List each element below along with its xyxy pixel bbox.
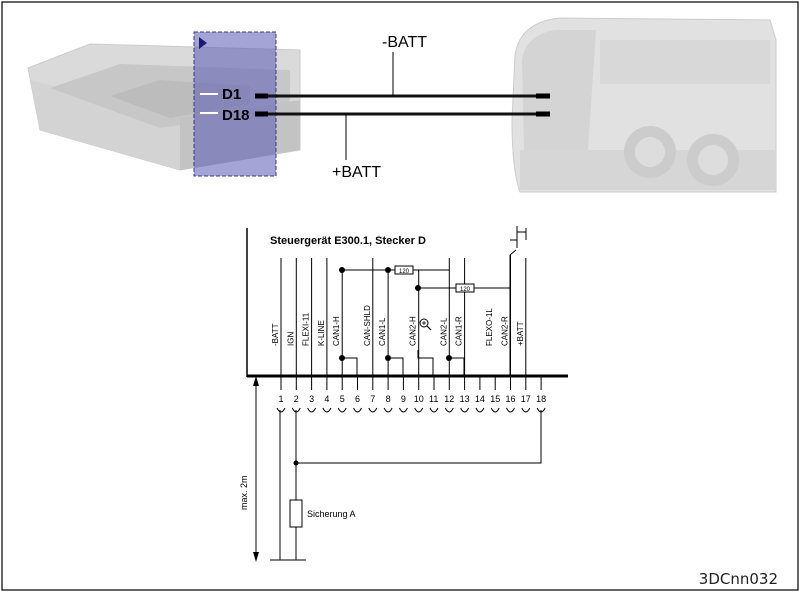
pin-name-16: CAN2-R	[501, 316, 510, 346]
pin-name-13: CAN1-R	[455, 316, 464, 346]
plus-batt-label: +BATT	[332, 164, 381, 181]
pin-socket-8	[383, 407, 393, 413]
length-dimension: max. 2m	[239, 376, 259, 562]
pin-name-10: CAN2-H	[409, 316, 418, 346]
pin-d18-label: D18	[222, 107, 250, 124]
pin-d1-label: D1	[222, 86, 241, 103]
pin-socket-9	[398, 407, 408, 413]
pin-socket-16	[506, 407, 515, 413]
play-marker-icon	[199, 37, 207, 49]
termination-resistor-1	[394, 265, 414, 275]
resistor-1-value: 120	[399, 269, 410, 275]
pin-number-13: 13	[460, 394, 470, 404]
pin-name-2: IGN	[286, 332, 295, 346]
pin-number-11: 11	[429, 394, 438, 404]
pin-number-17: 17	[521, 394, 531, 404]
pin-number-4: 4	[324, 394, 329, 404]
fuse-label: Sicherung A	[307, 509, 356, 519]
pin-number-12: 12	[444, 394, 454, 404]
pin-number-9: 9	[401, 394, 406, 404]
pin-socket-10	[414, 407, 424, 413]
pin-number-18: 18	[536, 394, 546, 404]
pin-number-2: 2	[294, 394, 299, 404]
pin-name-15: FLEXO-1L	[485, 308, 494, 346]
pin-socket-13	[460, 407, 470, 413]
pin-socket-11	[429, 407, 439, 413]
fuse-symbol	[289, 499, 303, 528]
pin-name-17: +BATT	[516, 321, 525, 346]
pin-socket-6	[353, 407, 362, 413]
pin-socket-3	[307, 407, 317, 413]
bus-illustration	[511, 17, 777, 193]
junction-dots	[339, 267, 452, 361]
pin-socket-4	[322, 407, 332, 413]
pin-number-16: 16	[506, 394, 516, 404]
pin-number-5: 5	[340, 394, 345, 404]
length-label: max. 2m	[239, 475, 249, 510]
pin-number-8: 8	[386, 394, 391, 404]
pin-name-7: CAN-SHLD	[363, 305, 372, 346]
resistor-2-value: 120	[460, 287, 471, 293]
pin-number-1: 1	[279, 394, 284, 404]
pin-socket-12	[444, 407, 454, 413]
pin-number-10: 10	[414, 394, 424, 404]
pin-name-8: CAN1-L	[378, 317, 387, 346]
supply-lines	[270, 410, 542, 561]
pin-number-14: 14	[475, 394, 485, 404]
pin-socket-5	[337, 407, 347, 413]
schematic-title: Steuergerät E300.1, Stecker D	[270, 235, 426, 247]
pin-socket-7	[368, 407, 378, 413]
termination-resistor-2	[455, 283, 475, 293]
connector-highlight	[193, 31, 277, 177]
pin-name-12: CAN2-L	[439, 317, 448, 346]
minus-batt-label: -BATT	[382, 34, 427, 51]
switch-symbol	[509, 226, 527, 376]
supply-junction	[293, 460, 299, 466]
pin-number-6: 6	[355, 394, 360, 404]
pin-number-15: 15	[490, 394, 500, 404]
pin-socket-14	[475, 407, 485, 413]
figure-reference: 3DCnn032	[698, 570, 778, 588]
overview-illustration: -BATT +BATT D1 D18	[27, 17, 777, 193]
pin-socket-17	[521, 407, 531, 413]
pin-name-3: FLEXI-11	[302, 312, 311, 346]
zoom-icon	[419, 318, 432, 331]
wiring-schematic: Steuergerät E300.1, Stecker D 1 -BATT 2 IGN…	[239, 226, 568, 562]
pin-name-1: -BATT	[271, 323, 280, 346]
pin-number-7: 7	[370, 394, 375, 404]
pin-socket-1	[276, 407, 286, 413]
pin-number-3: 3	[309, 394, 314, 404]
pin-name-5: CAN1-H	[332, 316, 341, 346]
pin-name-4: K-LINE	[317, 320, 326, 346]
battery-wires	[200, 93, 550, 117]
pin-socket-15	[490, 407, 500, 413]
